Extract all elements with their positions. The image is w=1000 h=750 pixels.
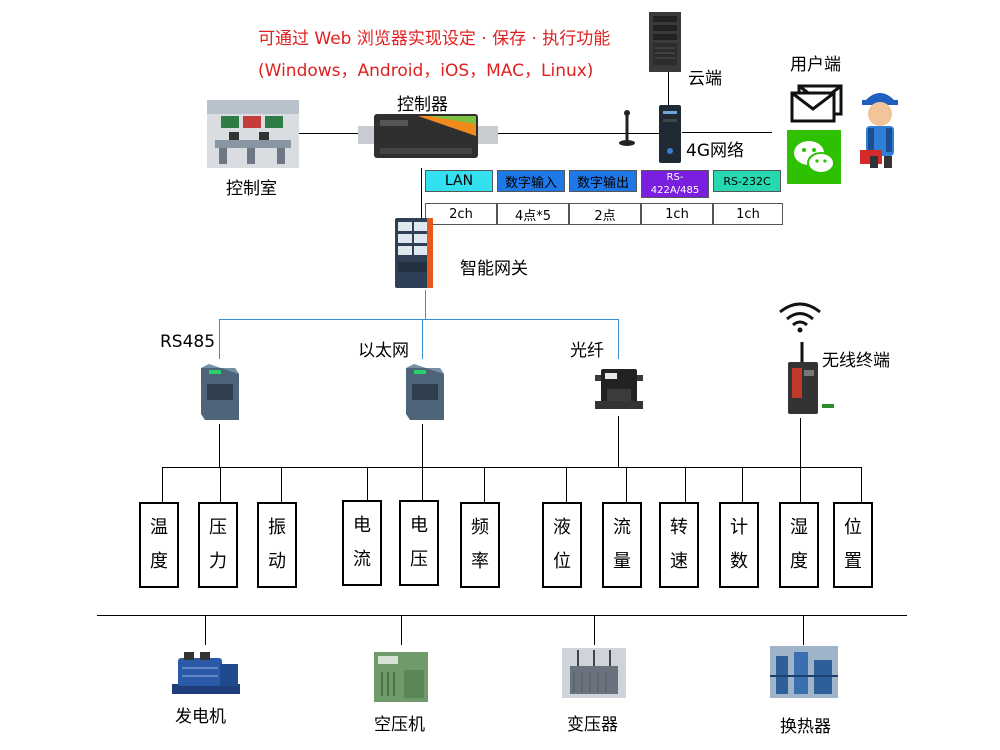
sensor-drop [742, 467, 743, 502]
sensor-pressure: 压力 [198, 502, 238, 588]
io-value-rs422: 1ch [641, 203, 713, 225]
sensor-drop [626, 467, 627, 502]
equipment-drop [401, 615, 402, 645]
fiber-module [595, 369, 643, 409]
sensor-bus [162, 467, 862, 468]
user-end-label: 用户端 [790, 55, 841, 75]
headline-line-2: (Windows，Android，iOS，MAC，Linux) [258, 61, 594, 81]
sensor-drop [422, 467, 423, 502]
sensor-drop [162, 467, 163, 502]
io-header-digital-input: 数字输入 [497, 170, 565, 192]
equipment-drop [594, 615, 595, 645]
io-header-rs422: RS-422A/485 [641, 170, 709, 198]
sensor-drop [861, 467, 862, 502]
equipment-transformer-label: 变压器 [567, 715, 618, 735]
network-4g-label: 4G网络 [686, 141, 744, 161]
equipment-drop [803, 615, 804, 645]
mail-icon [790, 84, 843, 123]
io-value-digital-output: 2点 [569, 203, 641, 225]
air-compressor-image [374, 652, 428, 702]
wifi-icon [779, 302, 821, 333]
transformer-image [562, 648, 626, 698]
bus-horizontal [219, 319, 619, 320]
router-icon [619, 105, 681, 163]
link-router-user [682, 132, 772, 133]
sensor-frequency: 频率 [460, 502, 500, 588]
heat-exchanger-image [770, 646, 838, 698]
link-ethernet-bus [422, 424, 423, 468]
io-value-lan: 2ch [425, 203, 497, 225]
link-controller-router [498, 133, 662, 134]
technician-icon [860, 93, 898, 168]
sensor-drop [367, 467, 368, 502]
sensor-speed: 转速 [659, 502, 699, 588]
sensor-drop [800, 467, 801, 502]
link-rs485-bus [219, 424, 220, 468]
controller-label: 控制器 [397, 95, 448, 115]
sensor-drop [566, 467, 567, 502]
sensor-drop [484, 467, 485, 502]
sensor-level: 液位 [542, 502, 582, 588]
sensor-voltage: 电压 [399, 500, 439, 586]
io-header-rs232: RS-232C [713, 170, 781, 192]
gateway-device [395, 218, 433, 288]
link-controller-gateway [421, 168, 422, 220]
bus-drop-ethernet [422, 319, 423, 359]
sensor-drop [685, 467, 686, 502]
control-room-label: 控制室 [226, 179, 277, 199]
sensor-drop [220, 467, 221, 502]
wireless-label: 无线终端 [822, 351, 890, 371]
equipment-heat-exchanger-label: 换热器 [780, 717, 831, 737]
bus-drop-rs485 [219, 319, 220, 359]
io-header-lan: LAN [425, 170, 493, 192]
link-controlroom-controller [298, 133, 360, 134]
generator-image [172, 652, 240, 694]
sensor-temperature: 温度 [139, 502, 179, 588]
wechat-icon [787, 130, 841, 184]
ethernet-label: 以太网 [358, 341, 409, 361]
ethernet-module [406, 364, 444, 420]
sensor-vibration: 振动 [257, 502, 297, 588]
server-icon [649, 12, 681, 72]
io-value-digital-input: 4点*5 [497, 203, 569, 225]
controller-device [358, 114, 498, 158]
cloud-label: 云端 [688, 69, 722, 89]
sensor-humidity: 湿度 [779, 502, 819, 588]
link-fiber-bus [618, 416, 619, 468]
link-cloud-router [668, 70, 669, 108]
sensor-position: 位置 [833, 502, 873, 588]
link-wireless-bus [800, 418, 801, 468]
wireless-terminal-device [788, 342, 834, 414]
io-header-digital-output: 数字输出 [569, 170, 637, 192]
gateway-label: 智能网关 [460, 259, 528, 279]
sensor-flow: 流量 [602, 502, 642, 588]
sensor-drop [281, 467, 282, 502]
io-value-rs232: 1ch [713, 203, 783, 225]
rs485-module [201, 364, 239, 420]
bus-gateway-drop [425, 290, 426, 320]
sensor-current: 电流 [342, 500, 382, 586]
sensor-count: 计数 [719, 502, 759, 588]
control-room-image [207, 100, 299, 168]
bus-drop-fiber [618, 319, 619, 359]
equipment-generator-label: 发电机 [175, 707, 226, 727]
headline-line-1: 可通过 Web 浏览器实现设定 · 保存 · 执行功能 [258, 29, 611, 49]
equipment-drop [205, 615, 206, 645]
equipment-bus [97, 615, 907, 616]
rs485-label: RS485 [160, 332, 216, 352]
equipment-air-compressor-label: 空压机 [374, 715, 425, 735]
fiber-label: 光纤 [570, 341, 604, 361]
